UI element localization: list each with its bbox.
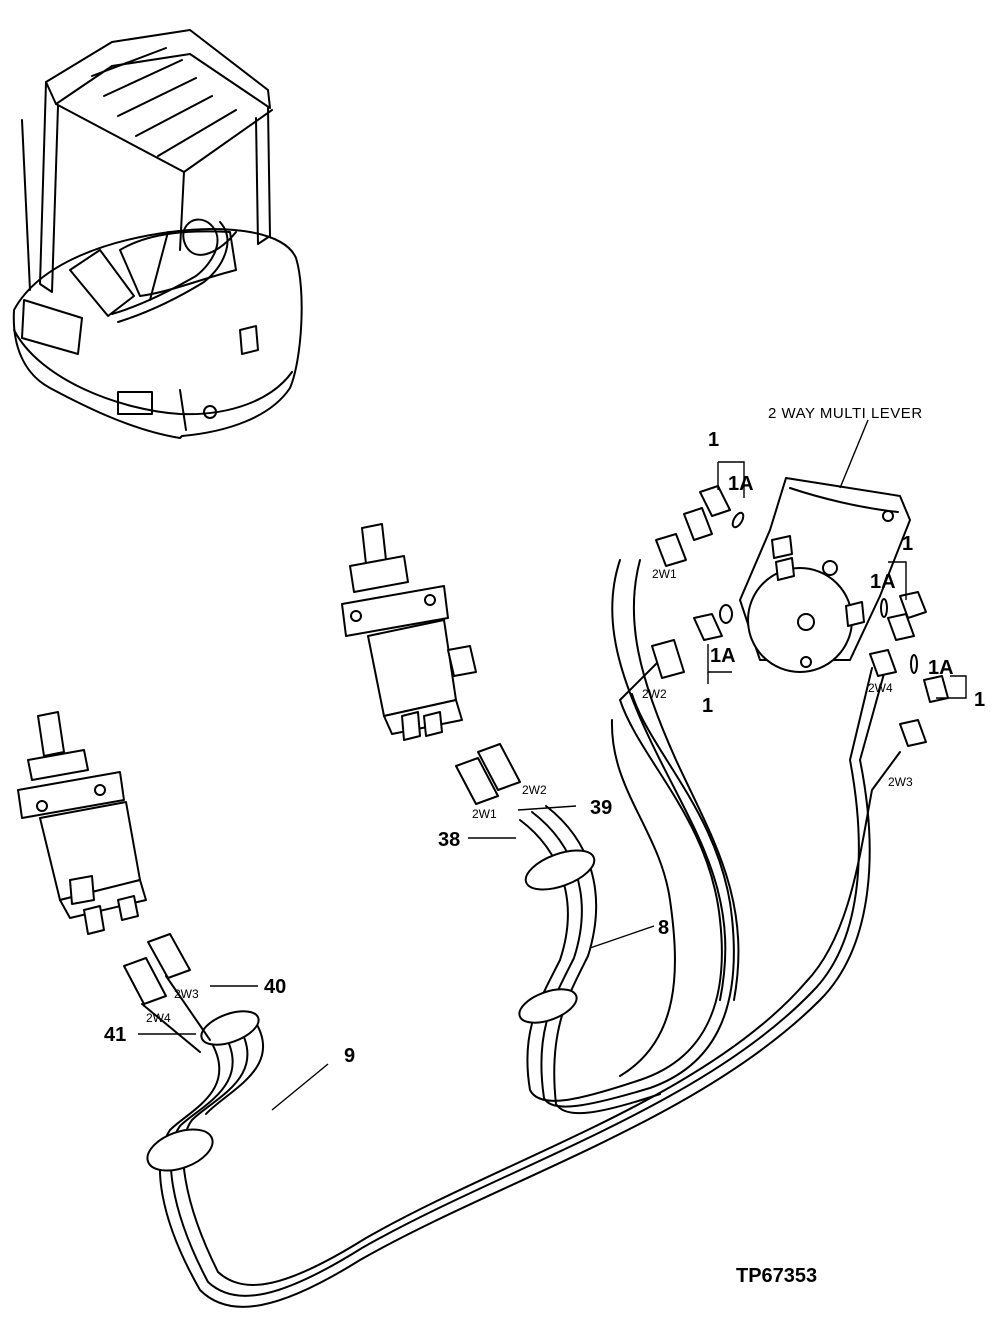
left-control-valve	[17, 711, 211, 1053]
centre-control-valve	[341, 523, 521, 805]
callout-40: 40	[264, 976, 286, 998]
hose-tag-2w3-valve: 2W3	[174, 987, 199, 1001]
callout-41: 41	[104, 1024, 126, 1046]
multi-lever-title: 2 WAY MULTI LEVER	[768, 405, 923, 422]
excavator-overview-illustration	[12, 29, 303, 439]
hose-harness	[146, 559, 901, 1308]
callout-8: 8	[658, 917, 669, 939]
callout-1-top: 1	[708, 429, 719, 451]
hose-tag-2w4-lever: 2W4	[868, 681, 893, 695]
callout-1a-top: 1A	[728, 473, 754, 495]
hose-tag-2w1-valve: 2W1	[472, 807, 497, 821]
hose-tag-2w2-lever: 2W2	[642, 687, 667, 701]
two-way-multi-lever	[651, 477, 949, 747]
hose-tag-2w4-valve: 2W4	[146, 1011, 171, 1025]
callout-1a-right-upper: 1A	[870, 571, 896, 593]
callout-1-right-lower: 1	[974, 689, 985, 711]
hose-tag-2w1-lever: 2W1	[652, 567, 677, 581]
leader-lines	[138, 419, 967, 1111]
callout-1-right-upper: 1	[902, 533, 913, 555]
callout-1a-mid: 1A	[710, 645, 736, 667]
callout-9: 9	[344, 1045, 355, 1067]
callout-1-mid: 1	[702, 695, 713, 717]
callout-1a-right-lower: 1A	[928, 657, 954, 679]
callout-39: 39	[590, 797, 612, 819]
hose-tag-2w2-valve: 2W2	[522, 783, 547, 797]
callout-38: 38	[438, 829, 460, 851]
figure-id: TP67353	[736, 1265, 817, 1287]
hose-tag-2w3-lever: 2W3	[888, 775, 913, 789]
